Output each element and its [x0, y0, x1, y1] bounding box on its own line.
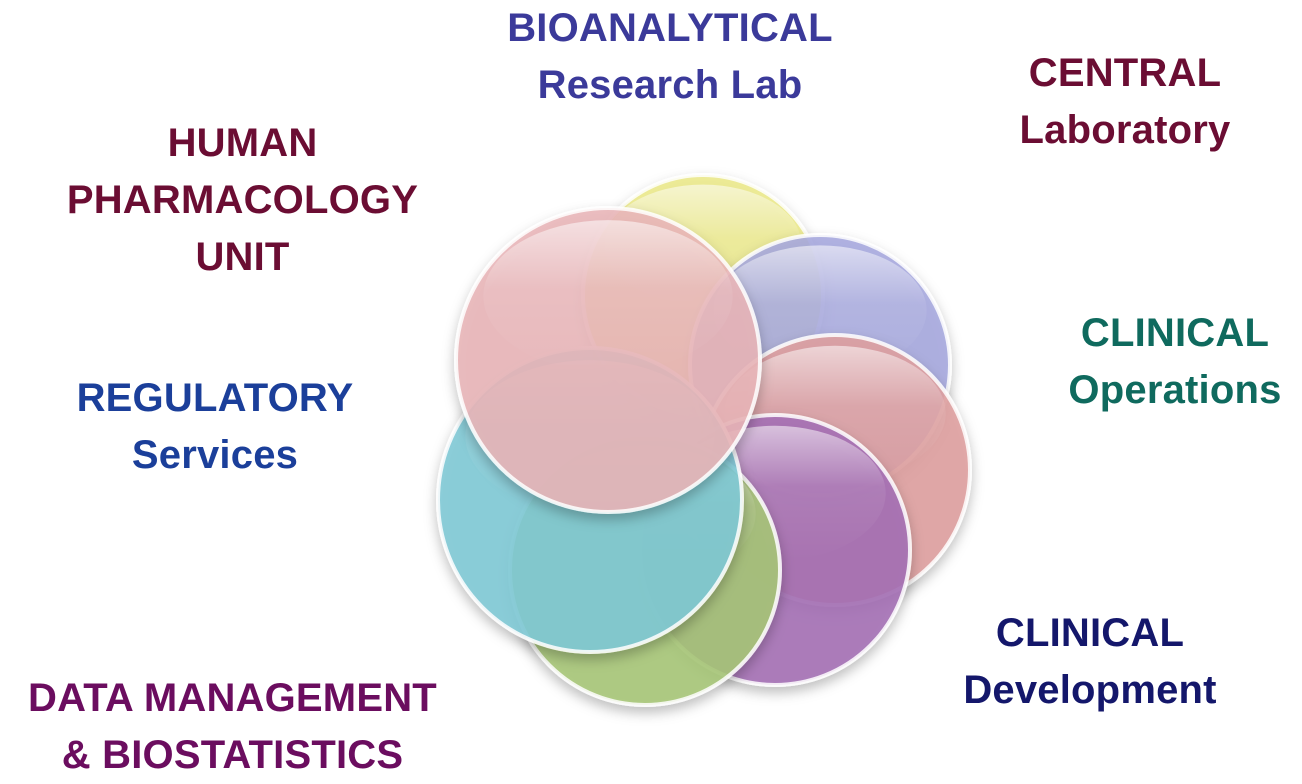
- human-line2: PHARMACOLOGY: [66, 178, 419, 222]
- regulatory-line1: REGULATORY: [76, 376, 354, 420]
- bioanalytical-line1: BIOANALYTICAL: [507, 6, 833, 50]
- clinical-development-label: CLINICAL Development: [920, 605, 1260, 719]
- bioanalytical-line2: Research Lab: [537, 63, 803, 107]
- clinical-ops-line1: CLINICAL: [1080, 311, 1270, 355]
- datamgmt-line2: & BIOSTATISTICS: [61, 733, 404, 777]
- human-line1: HUMAN: [167, 121, 318, 165]
- clinical-dev-line2: Development: [963, 668, 1217, 712]
- human-pharmacology-label: HUMAN PHARMACOLOGY UNIT: [40, 115, 445, 286]
- regulatory-line2: Services: [131, 433, 299, 477]
- regulatory-services-label: REGULATORY Services: [40, 370, 390, 484]
- human-line3: UNIT: [195, 235, 290, 279]
- data-management-label: DATA MANAGEMENT & BIOSTATISTICS: [0, 670, 465, 784]
- central-line2: Laboratory: [1019, 108, 1231, 152]
- central-line1: CENTRAL: [1028, 51, 1222, 95]
- clinical-dev-line1: CLINICAL: [995, 611, 1185, 655]
- clinical-operations-label: CLINICAL Operations: [1040, 305, 1302, 419]
- circle-pink: [454, 206, 762, 514]
- clinical-ops-line2: Operations: [1068, 368, 1282, 412]
- datamgmt-line1: DATA MANAGEMENT: [28, 676, 437, 720]
- central-laboratory-label: CENTRAL Laboratory: [980, 45, 1270, 159]
- bioanalytical-label: BIOANALYTICAL Research Lab: [470, 0, 870, 114]
